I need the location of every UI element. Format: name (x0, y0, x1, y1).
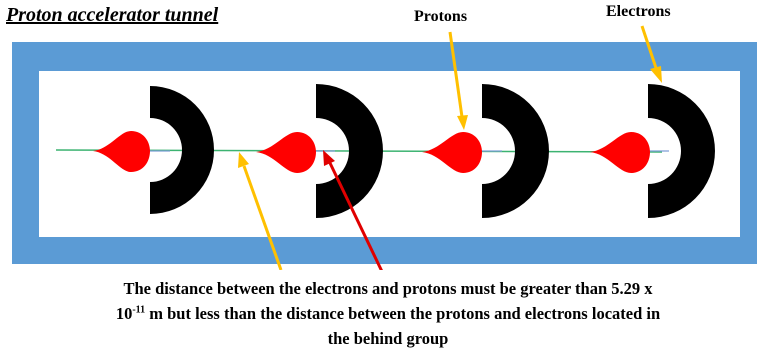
caption-line-3: the behind group (327, 329, 449, 348)
particle-group-1 (93, 86, 214, 214)
particle-group-3 (422, 84, 549, 218)
electrons-label: Electrons (606, 3, 671, 20)
electron-shell (482, 84, 549, 218)
electron-shell (316, 84, 383, 218)
electrons-pointer-arrow (640, 25, 662, 83)
particle-group-4 (590, 84, 715, 218)
caption-line-2-rest: m but less than the distance between the… (145, 304, 661, 323)
proton-drop (256, 132, 316, 173)
caption-line-1: The distance between the electrons and p… (123, 279, 653, 298)
caption-beam-arrow (238, 152, 283, 270)
caption-line-2-exponent: -11 (132, 304, 146, 316)
electron-shell (648, 84, 715, 218)
particle-group-2 (256, 84, 383, 218)
caption-line-2: 10-11 m but less than the distance betwe… (40, 301, 736, 326)
protons-pointer-arrow (448, 31, 468, 130)
diagram-title: Proton accelerator tunnel (6, 4, 219, 26)
proton-drop (93, 131, 150, 172)
proton-drop (590, 132, 650, 173)
protons-label: Protons (414, 8, 468, 25)
caption-gap-arrow (323, 150, 383, 270)
explanation-caption: The distance between the electrons and p… (40, 276, 736, 351)
caption-line-2-base: 10 (115, 304, 133, 323)
electron-shell (150, 86, 214, 214)
proton-drop (422, 132, 482, 173)
tunnel-diagram (12, 25, 757, 270)
